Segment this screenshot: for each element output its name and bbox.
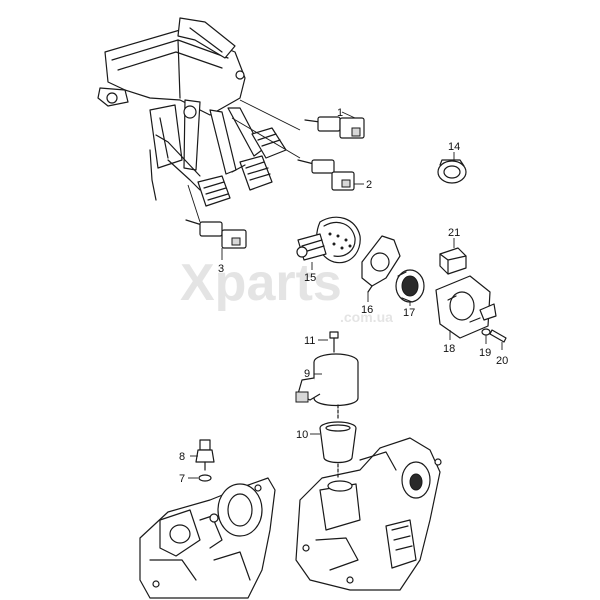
callout-7: 7 [179,473,185,485]
relay-block [439,238,467,275]
callout-11: 11 [304,335,315,347]
sensor-9 [295,353,359,407]
callout-3: 3 [218,263,224,275]
callout-19: 19 [479,347,491,359]
steering-lock-housing [435,275,497,340]
callout-8: 8 [179,451,185,463]
callout-15: 15 [304,272,316,284]
pedal-box-assembly [97,17,301,223]
lock-housing-bracket [361,235,401,302]
bolt-11 [318,331,339,353]
callout-16: 16 [361,304,373,316]
ignition-switch [296,216,361,270]
callout-10: 10 [296,429,308,441]
callout-20: 20 [496,355,508,367]
oil-pressure-sender [188,439,215,482]
callout-14: 14 [448,141,460,153]
callout-1: 1 [337,107,343,119]
gearbox-housing-left [139,477,276,599]
callout-21: 21 [448,227,460,239]
watermark-brand: Xparts [180,254,342,312]
clutch-pedal-switch [297,159,364,191]
callout-2: 2 [366,179,372,191]
lock-cylinder [395,269,425,306]
callout-17: 17 [403,307,415,319]
lock-ring [437,152,467,184]
watermark-domain: .com.ua [340,309,393,325]
brake-light-switch [304,111,365,139]
pedal-position-switch [185,219,247,260]
gearbox-housing-right [295,437,442,591]
callout-9: 9 [304,368,310,380]
washer-and-bolt [481,328,507,350]
callout-18: 18 [443,343,455,355]
sleeve-10 [310,404,357,464]
